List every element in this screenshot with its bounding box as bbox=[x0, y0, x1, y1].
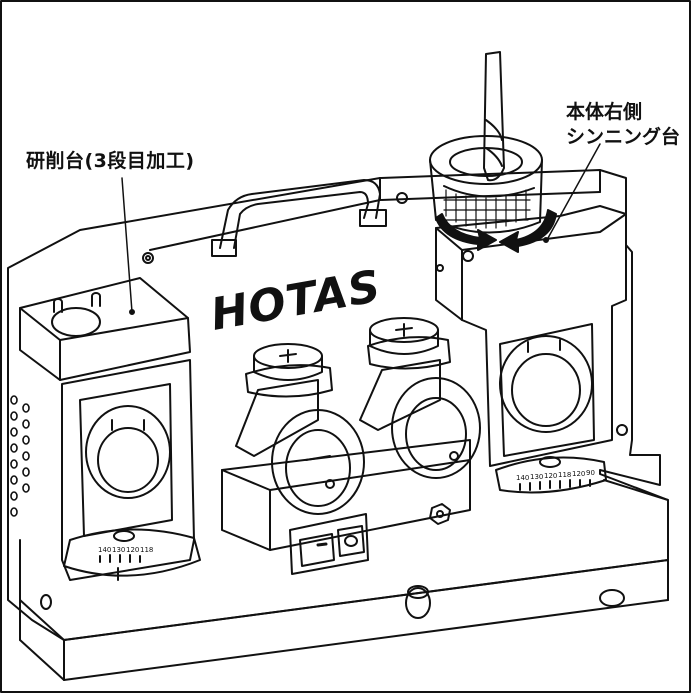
right-thinning-housing bbox=[435, 205, 627, 467]
right-wheel-ring bbox=[499, 335, 593, 433]
grinding-table bbox=[19, 277, 191, 381]
leader-thinning bbox=[547, 143, 601, 239]
thinning-stage-label-line1: 本体右側 bbox=[566, 101, 643, 123]
drill-bit bbox=[483, 51, 505, 182]
thinning-collet bbox=[429, 135, 543, 234]
base-plate bbox=[19, 479, 669, 681]
left-scale-numbers: 140 130 120 118 bbox=[98, 546, 153, 554]
svg-text:120: 120 bbox=[126, 546, 139, 554]
svg-text:130: 130 bbox=[112, 546, 125, 554]
left-wheel-ring bbox=[85, 405, 171, 499]
svg-text:140: 140 bbox=[98, 546, 111, 554]
base-knob bbox=[405, 587, 431, 619]
power-switch[interactable] bbox=[289, 513, 369, 575]
middle-wheel-unit-right bbox=[359, 317, 481, 479]
svg-text:118: 118 bbox=[140, 546, 153, 554]
svg-text:120: 120 bbox=[544, 472, 557, 480]
rotation-arrow-right bbox=[499, 209, 557, 253]
screw bbox=[142, 252, 154, 264]
rotation-arrow-left bbox=[435, 213, 497, 251]
thinning-stage-label-line2: シンニング台 bbox=[566, 126, 681, 148]
svg-text:130: 130 bbox=[530, 473, 543, 481]
carry-handle bbox=[219, 179, 381, 249]
screw bbox=[396, 192, 408, 204]
machine-body-outline bbox=[7, 169, 669, 641]
center-bolt bbox=[429, 503, 451, 525]
grinding-table-hole bbox=[51, 307, 101, 337]
svg-text:90: 90 bbox=[586, 469, 595, 477]
right-angle-scale bbox=[495, 456, 607, 494]
right-scale-numbers: 140 130 120 118 120 90 bbox=[516, 469, 595, 482]
brand-logo: HOTAS bbox=[207, 261, 385, 341]
leader-grinding bbox=[121, 177, 133, 313]
vent-holes bbox=[10, 395, 30, 517]
svg-text:118: 118 bbox=[558, 471, 571, 479]
middle-wheel-unit-left bbox=[235, 343, 365, 515]
left-chuck-housing bbox=[61, 359, 195, 581]
grinding-stage-label: 研削台(3段目加工) bbox=[26, 150, 195, 172]
svg-text:120: 120 bbox=[572, 470, 585, 478]
center-panel bbox=[221, 439, 471, 551]
svg-text:140: 140 bbox=[516, 474, 529, 482]
screw bbox=[462, 250, 474, 262]
left-angle-scale bbox=[63, 528, 201, 577]
